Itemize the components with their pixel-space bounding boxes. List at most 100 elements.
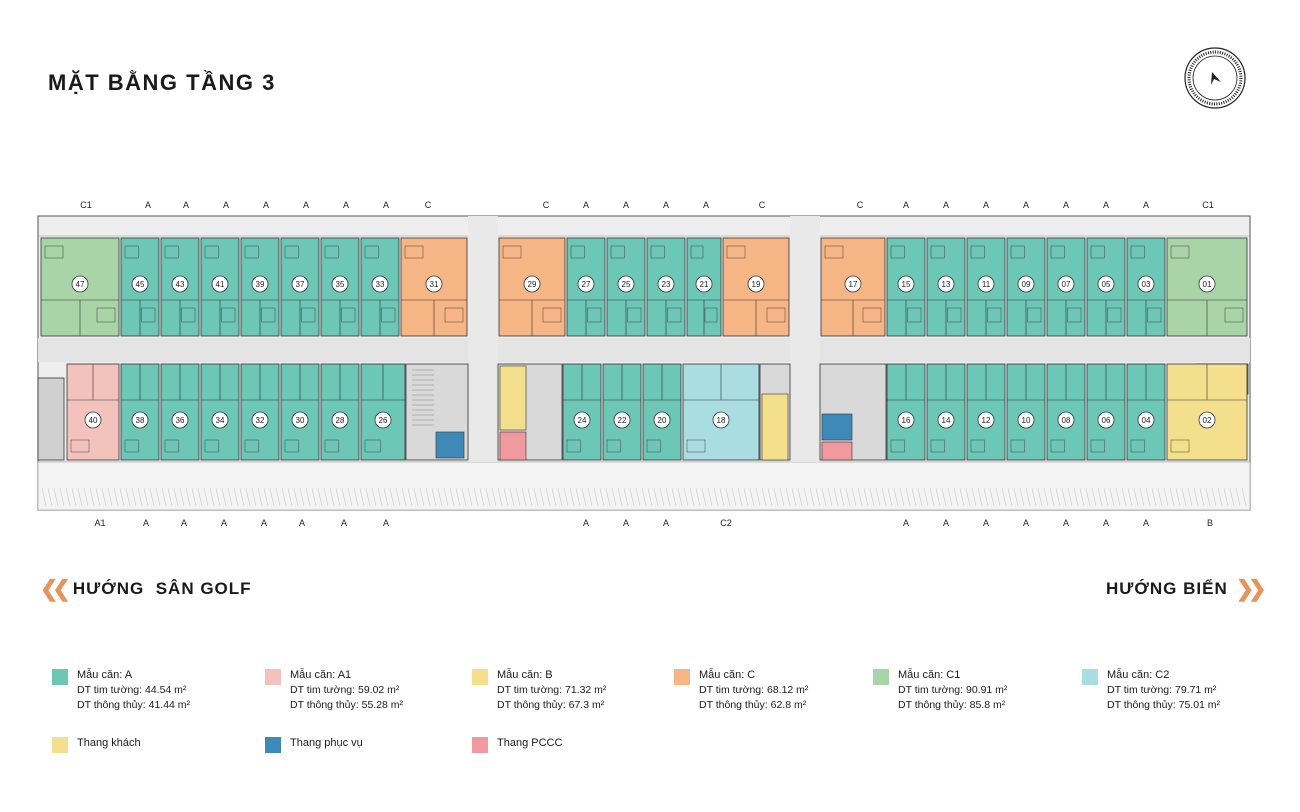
hatch-line — [893, 487, 899, 507]
hatch-line — [431, 487, 437, 507]
furniture — [690, 245, 704, 259]
furniture — [1010, 439, 1025, 453]
unit-number: 16 — [902, 416, 911, 425]
unit-type-label-top: A — [703, 200, 709, 210]
unit-type-label-bottom: A — [983, 518, 989, 528]
unit-number-badge — [897, 275, 915, 293]
hatch-line — [959, 487, 965, 507]
legend-name: Mẫu căn: C1 — [898, 669, 961, 681]
hatch-line — [653, 487, 659, 507]
legend-area-wall: DT tim tường: 90.91 m² — [898, 684, 1008, 696]
legend-swatch — [265, 669, 281, 685]
elevator-thang_pccc — [821, 441, 853, 461]
legend-area-net: DT thông thủy: 55.28 m² — [290, 699, 404, 711]
unit-number: 10 — [1022, 416, 1031, 425]
hatch-line — [1097, 487, 1103, 507]
hatch-line — [533, 487, 539, 507]
hatch-line — [935, 487, 941, 507]
unit-type-label-bottom: A — [583, 518, 589, 528]
unit-number-badge — [1198, 275, 1216, 293]
unit-29: 29 — [498, 237, 566, 337]
hatch-line — [503, 487, 509, 507]
unit-04: 04 — [1126, 363, 1166, 461]
unit-number-badge — [171, 411, 189, 429]
unit-type-label-bottom: A — [261, 518, 267, 528]
unit-28: 28 — [320, 363, 360, 461]
hatch-line — [791, 487, 797, 507]
hatch-line — [953, 487, 959, 507]
hatch-line — [1055, 487, 1061, 507]
furniture — [862, 307, 882, 323]
unit-type-label-top: A — [583, 200, 589, 210]
hatch-line — [467, 487, 473, 507]
furniture — [890, 245, 905, 259]
furniture — [1090, 245, 1105, 259]
hatch-line — [1205, 487, 1211, 507]
hatch-line — [173, 487, 179, 507]
unit-number-badge — [712, 411, 730, 429]
unit-type-label-top: C1 — [1202, 200, 1214, 210]
hatch-line — [179, 487, 185, 507]
furniture — [164, 245, 179, 259]
unit-type-label-bottom: A — [1143, 518, 1149, 528]
hatch-line — [629, 487, 635, 507]
unit-number: 12 — [982, 416, 991, 425]
unit-number-badge — [577, 275, 595, 293]
unit-type-label-top: A — [1023, 200, 1029, 210]
unit-number-badge — [977, 275, 995, 293]
hatch-line — [899, 487, 905, 507]
furniture — [606, 439, 621, 453]
unit-number: 18 — [717, 416, 726, 425]
hatch-line — [809, 487, 815, 507]
unit-43: 43 — [160, 237, 200, 337]
legend-name: Mẫu căn: C — [699, 669, 756, 681]
hatch-line — [539, 487, 545, 507]
hatch-line — [317, 487, 323, 507]
hatch-line — [479, 487, 485, 507]
hatch-line — [581, 487, 587, 507]
hatch-line — [59, 487, 65, 507]
unit-number: 31 — [430, 280, 439, 289]
hatch-line — [1031, 487, 1037, 507]
unit-03: 03 — [1126, 237, 1166, 337]
unit-number-badge — [1017, 275, 1035, 293]
legend-area-net: DT thông thủy: 62.8 m² — [699, 699, 807, 711]
hatch-line — [239, 487, 245, 507]
furniture — [667, 307, 682, 323]
furniture — [1170, 245, 1190, 259]
legend-name: Thang phục vụ — [290, 737, 363, 749]
furniture — [1010, 245, 1025, 259]
unit-type-label-top: A — [1063, 200, 1069, 210]
unit-37: 37 — [280, 237, 320, 337]
unit-number-badge — [747, 275, 765, 293]
unit-number-badge — [1097, 411, 1115, 429]
hatch-line — [191, 487, 197, 507]
hatch-line — [971, 487, 977, 507]
unit-number-badge — [131, 275, 149, 293]
furniture — [44, 245, 64, 259]
furniture — [244, 245, 259, 259]
legend-area-net: DT thông thủy: 75.01 m² — [1107, 699, 1221, 711]
unit-number-badge — [1097, 275, 1115, 293]
unit-number: 03 — [1142, 280, 1151, 289]
furniture — [1107, 307, 1122, 323]
unit-16: 16 — [886, 363, 926, 461]
hatch-line — [545, 487, 551, 507]
hatch-line — [419, 487, 425, 507]
hatch-line — [587, 487, 593, 507]
unit-number: 34 — [216, 416, 225, 425]
unit-09: 09 — [1006, 237, 1046, 337]
unit-24: 24 — [562, 363, 602, 461]
unit-25: 25 — [606, 237, 646, 337]
unit-number: 41 — [216, 280, 225, 289]
hatch-line — [605, 487, 611, 507]
service-core — [497, 363, 563, 461]
furniture — [124, 439, 139, 453]
unit-30: 30 — [280, 363, 320, 461]
hatch-line — [1001, 487, 1007, 507]
unit-number-badge — [291, 411, 309, 429]
unit-number: 43 — [176, 280, 185, 289]
core-gap — [468, 216, 498, 462]
legend-thang-pccc: Thang PCCC — [472, 736, 562, 753]
hatch-line — [1007, 487, 1013, 507]
